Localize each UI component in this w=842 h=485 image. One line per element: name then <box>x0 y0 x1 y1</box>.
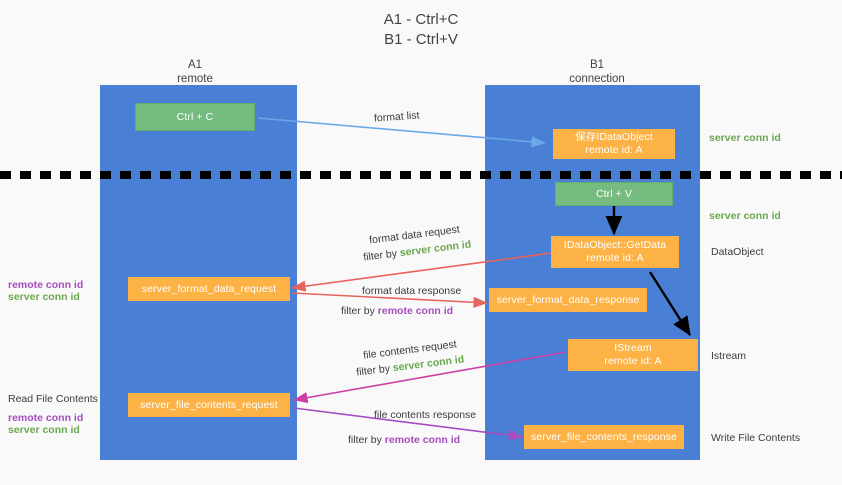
node-idataobject-remote[interactable]: 保存IDataObject remote id: A <box>553 129 675 159</box>
node-server-file-contents-request[interactable]: server_file_contents_request <box>128 393 290 417</box>
arrow-format-data-request <box>291 252 552 292</box>
node-ctrl-v[interactable]: Ctrl + V <box>555 182 673 206</box>
node-server-file-contents-response[interactable]: server_file_contents_response <box>524 425 684 449</box>
side-label-server-conn-id-2: server conn id <box>8 424 80 436</box>
column-header-a1: A1 remote <box>177 59 213 85</box>
edge-label-format-data-response: format data response <box>362 285 462 297</box>
side-label-istream: Istream <box>711 350 747 362</box>
edge-label-format-data-response-filter: filter by remote conn id <box>341 305 453 318</box>
arrow-getdata-to-istream <box>648 271 692 337</box>
arrow-format-data-response <box>291 292 488 308</box>
diagram-title: A1 - Ctrl+C B1 - Ctrl+V <box>383 11 459 48</box>
filter-value-remote-conn-id: remote conn id <box>384 434 461 446</box>
side-label-server-conn-id-1: server conn id <box>8 291 80 303</box>
side-label-server-conn-id-top: server conn id <box>709 132 781 144</box>
side-label-write-file-contents: Write File Contents <box>711 432 801 444</box>
side-label-remote-conn-id-2: remote conn id <box>8 412 84 424</box>
filter-prefix: filter by <box>348 434 385 446</box>
side-label-remote-conn-id-1: remote conn id <box>8 279 84 291</box>
filter-value-remote-conn-id: remote conn id <box>377 305 454 317</box>
node-server-format-data-request[interactable]: server_format_data_request <box>128 277 290 301</box>
arrow-format-list <box>257 117 546 148</box>
edge-label-file-contents-response: file contents response <box>374 409 477 421</box>
edge-label-file-contents-response-filter: filter by remote conn id <box>348 434 460 447</box>
arrow-file-contents-request <box>293 351 567 404</box>
node-ctrl-c[interactable]: Ctrl + C <box>135 103 255 131</box>
node-istream[interactable]: IStream remote id: A <box>568 339 698 371</box>
filter-prefix: filter by <box>341 305 378 317</box>
node-server-format-data-response[interactable]: server_format_data_response <box>489 288 647 312</box>
side-label-dataobject: DataObject <box>711 246 764 258</box>
column-header-b1: B1 connection <box>569 59 625 85</box>
side-label-read-file-contents: Read File Contents <box>8 393 98 405</box>
node-idataobject-getdata[interactable]: IDataObject::GetData remote id: A <box>551 236 679 268</box>
arrow-file-contents-response <box>293 407 524 441</box>
side-label-server-conn-id-mid: server conn id <box>709 210 781 222</box>
